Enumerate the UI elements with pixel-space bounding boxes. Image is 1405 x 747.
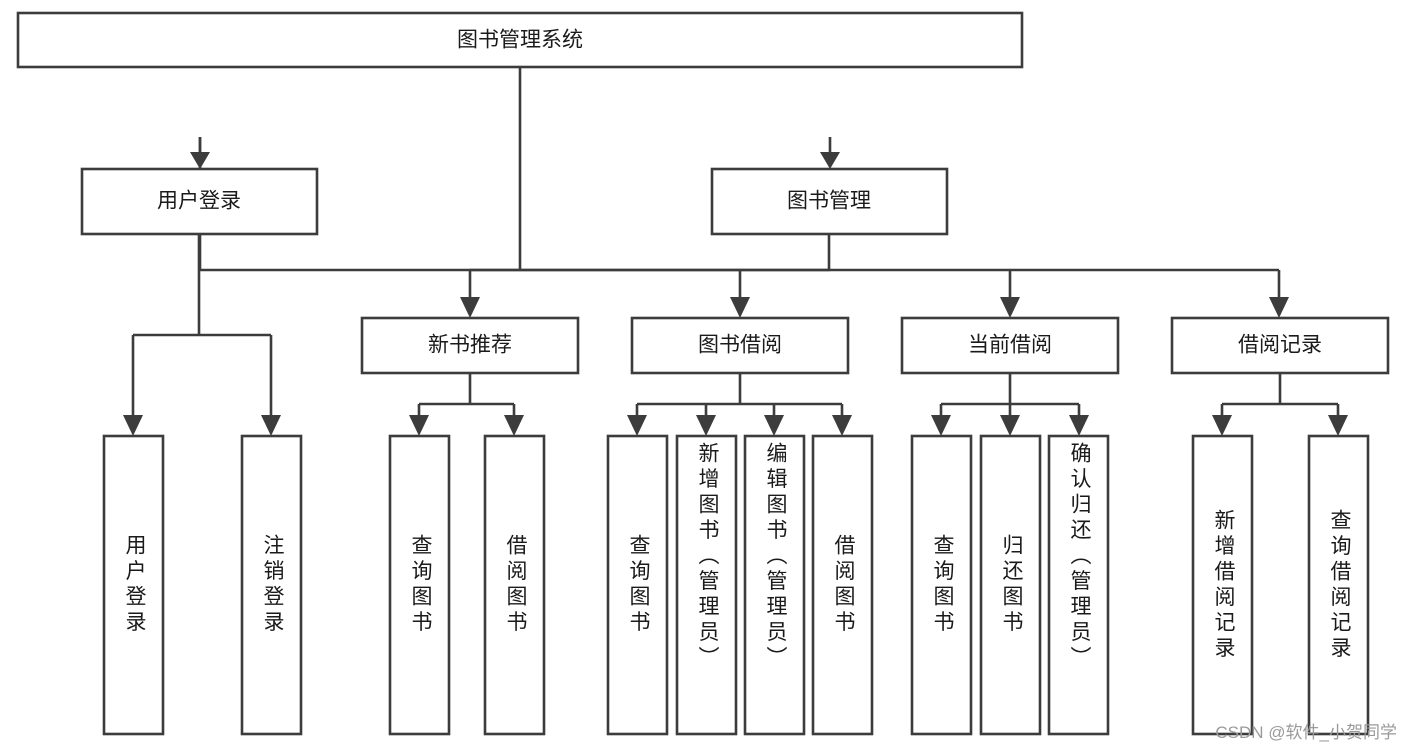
- arrowhead-nbr-child-2: [504, 415, 524, 436]
- arrowhead-nbr-child-1: [409, 415, 429, 436]
- arrowhead-cb-child-2: [1000, 415, 1020, 436]
- connector-group-new-book-recommend-children: [409, 373, 524, 436]
- arrowhead-cb-child-3: [1069, 415, 1089, 436]
- leaf-current-borrow-3[interactable]: [1047, 434, 1110, 736]
- node-new-book-recommend[interactable]: [360, 316, 580, 375]
- leaf-user-login-1[interactable]: [102, 434, 165, 736]
- connector-group-current-borrow-children: [931, 373, 1089, 436]
- leaf-borrow-record-2[interactable]: [1307, 434, 1370, 736]
- node-book-borrow-label: 图书借阅: [698, 334, 782, 357]
- node-root[interactable]: [16, 11, 1024, 69]
- arrowhead-current-borrow: [1000, 297, 1020, 318]
- connector-group-borrow-record-children: [1212, 373, 1348, 436]
- leaf-borrow-record-1[interactable]: [1191, 434, 1254, 736]
- node-root-label: 图书管理系统: [457, 29, 583, 52]
- leaf-current-borrow-2[interactable]: [979, 434, 1042, 736]
- node-borrow-record-label: 借阅记录: [1238, 334, 1322, 357]
- leaf-book-borrow-2[interactable]: [675, 434, 738, 736]
- leaf-new-book-recommend-1[interactable]: [388, 434, 451, 736]
- connector-group-book-management-children: [460, 234, 1289, 318]
- arrowhead-bb-child-3: [764, 415, 784, 436]
- arrowhead-user-login-child-1: [123, 415, 143, 436]
- arrowhead-br-child-1: [1212, 415, 1232, 436]
- connector-group-user-login-children: [123, 234, 281, 436]
- node-book-management-label: 图书管理: [787, 190, 871, 213]
- arrowhead-user-login: [190, 152, 210, 169]
- leaf-book-borrow-1[interactable]: [606, 434, 669, 736]
- leaf-new-book-recommend-2[interactable]: [483, 434, 546, 736]
- connector-group-book-borrow-children: [627, 373, 852, 436]
- leaf-user-login-2[interactable]: [240, 434, 303, 736]
- arrowhead-borrow-record: [1269, 297, 1289, 318]
- arrowhead-user-login-child-2: [261, 415, 281, 436]
- node-new-book-recommend-label: 新书推荐: [428, 334, 512, 357]
- arrowhead-cb-child-1: [931, 415, 951, 436]
- arrowhead-new-book-recommend: [460, 297, 480, 318]
- node-user-login-label: 用户登录: [157, 190, 241, 213]
- arrowhead-bb-child-2: [696, 415, 716, 436]
- arrowhead-book-mgmt: [820, 152, 840, 169]
- leaf-book-borrow-3[interactable]: [743, 434, 806, 736]
- node-book-management[interactable]: [710, 167, 949, 236]
- leaf-book-borrow-4[interactable]: [811, 434, 874, 736]
- arrowhead-bb-child-1: [627, 415, 647, 436]
- arrowhead-bb-child-4: [832, 415, 852, 436]
- leaf-current-borrow-1[interactable]: [910, 434, 973, 736]
- arrowhead-book-borrow: [730, 297, 750, 318]
- connector-group-level2: [190, 137, 840, 169]
- arrowhead-br-child-2: [1328, 415, 1348, 436]
- node-current-borrow-label: 当前借阅: [968, 334, 1052, 357]
